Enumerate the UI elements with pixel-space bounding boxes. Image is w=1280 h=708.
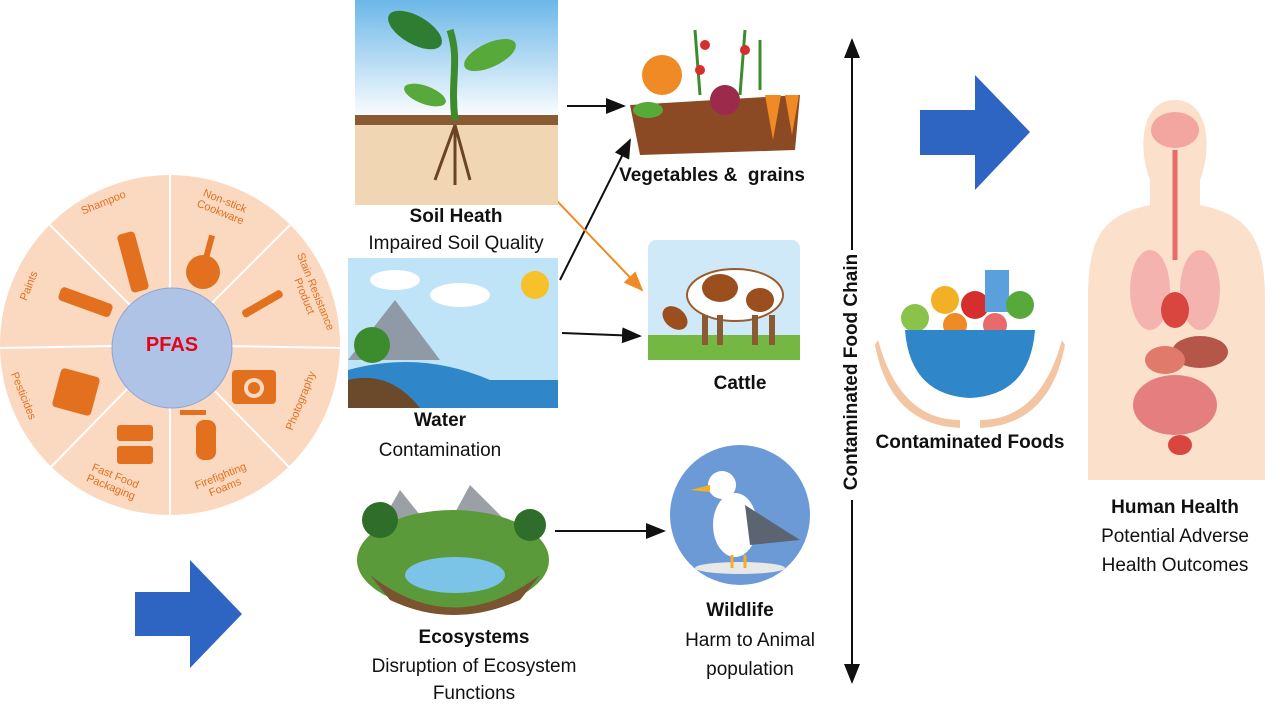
wildlife-desc-1: Harm to Animal	[685, 630, 815, 651]
vegetables-title: Vegetables & grains	[619, 165, 805, 186]
pesticide-icon	[52, 368, 100, 416]
arrow-water-to-vegetables	[559, 138, 631, 281]
ecosystems-desc-1: Disruption of Ecosystem	[371, 656, 577, 677]
blue-arrow-top	[920, 75, 1030, 190]
food-box-icon	[117, 425, 153, 441]
product-icons	[52, 231, 283, 464]
wildlife-desc-2: population	[706, 659, 794, 680]
pfas-center-label: PFAS	[145, 334, 199, 356]
blue-arrow-bottom	[135, 560, 242, 668]
pfas-wheel	[0, 175, 341, 515]
contaminated-foods-image	[875, 270, 1065, 428]
contaminated-foods-label: Contaminated Foods	[875, 432, 1065, 453]
soil-health-image	[355, 0, 558, 205]
cattle-title: Cattle	[713, 373, 767, 394]
ecosystems-desc-2: Functions	[432, 683, 516, 704]
ecosystem-image	[357, 485, 549, 615]
water-title: Water	[413, 410, 467, 431]
vegetables-image	[630, 29, 800, 155]
wildlife-title: Wildlife	[706, 600, 774, 621]
ecosystems-title: Ecosystems	[418, 627, 530, 648]
soil-title: Soil Heath	[409, 206, 503, 227]
wildlife-bird-image	[670, 445, 810, 585]
dropper-icon	[242, 290, 283, 318]
pan-icon	[186, 255, 220, 289]
human-body-image	[1088, 100, 1265, 480]
paintbrush-icon	[58, 287, 113, 318]
arrow-water-to-cattle	[561, 327, 642, 344]
water-cycle-image	[348, 258, 558, 408]
water-desc: Contamination	[378, 440, 502, 461]
human-health-desc-1: Potential Adverse	[1101, 526, 1249, 547]
shampoo-icon	[117, 231, 149, 293]
soil-desc: Impaired Soil Quality	[368, 233, 544, 254]
human-health-title: Human Health	[1111, 497, 1239, 518]
food-chain-label: Contaminated Food Chain	[841, 253, 862, 491]
cattle-image	[648, 240, 800, 360]
extinguisher-icon	[196, 420, 216, 460]
human-health-desc-2: Health Outcomes	[1101, 555, 1249, 576]
